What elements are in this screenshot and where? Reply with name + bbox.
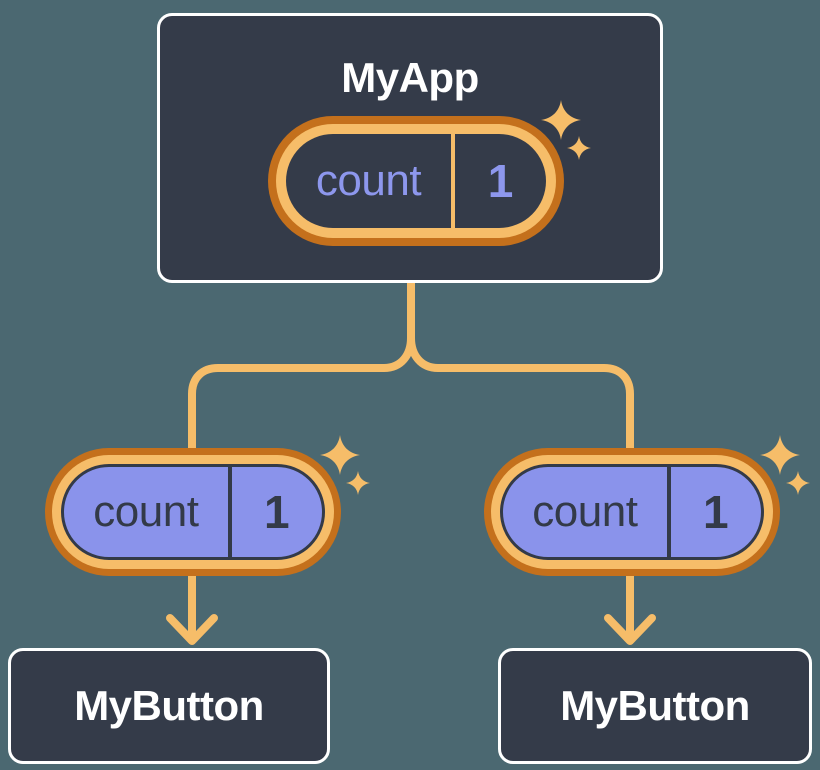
right-child-component-label: MyButton: [560, 682, 750, 729]
pill-divider: [666, 467, 671, 557]
pill-divider: [227, 467, 232, 557]
left-prop-key-label: count: [93, 487, 199, 536]
state-pill-ring: count 1: [276, 124, 556, 238]
state-value: 1: [487, 155, 514, 207]
root-component-box: MyApp count 1: [157, 13, 663, 283]
state-pill-body: count 1: [286, 134, 546, 228]
state-key-cell: count: [286, 134, 451, 228]
right-prop-pill-body: count 1: [500, 464, 764, 560]
pill-divider: [451, 134, 455, 228]
branch-right-line: [407, 337, 634, 448]
right-prop-key-cell: count: [503, 467, 667, 557]
sparkle-icon: [320, 435, 370, 495]
sparkle-icon: [760, 435, 810, 495]
right-child-component-box: MyButton: [498, 648, 812, 764]
left-prop-pill: count 1: [45, 448, 341, 576]
left-prop-value-cell: 1: [232, 467, 322, 557]
state-value-cell: 1: [455, 134, 546, 228]
state-pill: count 1: [268, 116, 564, 246]
right-prop-value: 1: [703, 486, 729, 538]
right-prop-pill-ring: count 1: [491, 455, 773, 569]
left-prop-pill-ring: count 1: [52, 455, 334, 569]
right-prop-value-cell: 1: [671, 467, 761, 557]
left-prop-value: 1: [264, 486, 290, 538]
right-arrow-down-icon: [604, 614, 656, 645]
sparkle-icon: [541, 100, 591, 160]
left-child-component-label: MyButton: [74, 682, 264, 729]
right-prop-key-label: count: [532, 487, 638, 536]
left-arrow-down-icon: [166, 614, 218, 645]
root-component-label: MyApp: [341, 54, 479, 101]
branch-left-line: [188, 337, 415, 448]
state-key-label: count: [315, 156, 422, 205]
right-prop-pill: count 1: [484, 448, 780, 576]
left-prop-pill-body: count 1: [61, 464, 325, 560]
left-child-component-box: MyButton: [8, 648, 330, 764]
left-prop-key-cell: count: [64, 467, 228, 557]
